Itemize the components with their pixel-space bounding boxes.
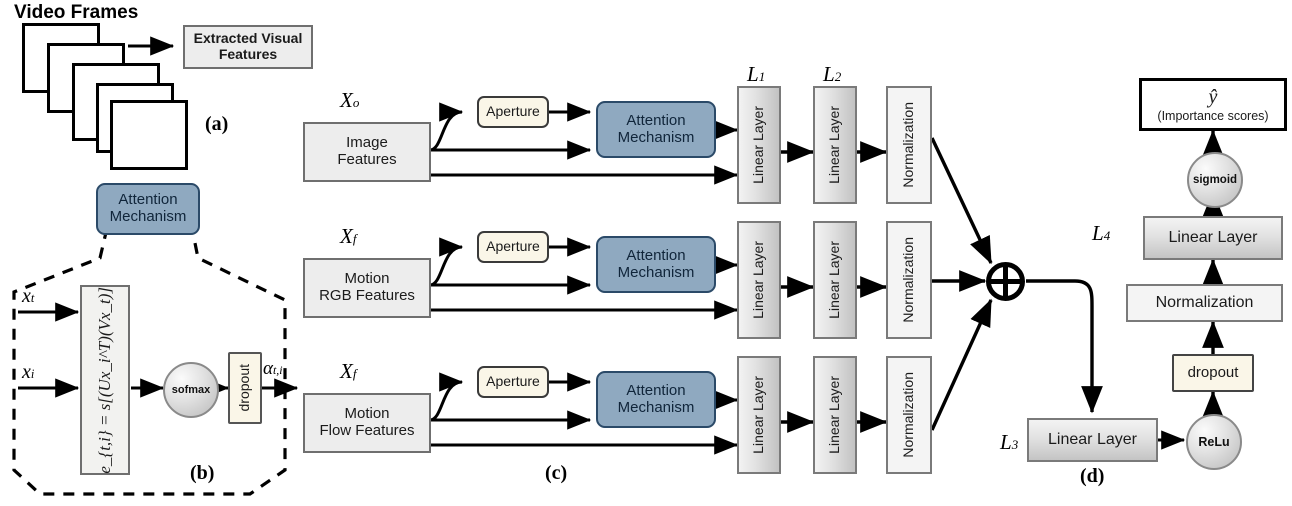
softmax-node: sofmax	[163, 362, 219, 418]
branch-3-feature-line2: Flow Features	[319, 422, 415, 439]
video-frame-5	[110, 100, 188, 170]
branch-2-attention-box: Attention Mechanism	[596, 236, 716, 293]
branch-1-feature-line2: Features	[337, 151, 397, 168]
branch-1-linear1-label: Linear Layer	[750, 106, 767, 184]
branch-2-linear1-label: Linear Layer	[750, 241, 767, 319]
linear-layer-3: Linear Layer	[1027, 418, 1158, 462]
layer-label-l2: L2	[823, 62, 841, 87]
branch-3-linear-layer-1: Linear Layer	[737, 356, 781, 474]
branch-3-linear2-label: Linear Layer	[826, 376, 843, 454]
branch-3-attention-line1: Attention	[626, 381, 686, 399]
extracted-features-line1: Extracted Visual	[193, 30, 303, 47]
panel-label-b: (b)	[190, 462, 215, 484]
branch-3-feature-line1: Motion	[344, 405, 390, 423]
branch-2-normalization: Normalization	[886, 221, 932, 339]
xi-base: x	[22, 361, 31, 383]
branch-3-var-label: Xf	[340, 359, 356, 384]
branch-3-feature-box: Motion Flow Features	[303, 393, 431, 453]
xf1-base: X	[340, 224, 353, 248]
xf2-sub: f	[352, 366, 357, 381]
branch-2-attention-line1: Attention	[626, 246, 686, 264]
panel-label-a: (a)	[205, 113, 229, 135]
branch-1-linear2-label: Linear Layer	[826, 106, 843, 184]
branch-1-var-label: Xo	[340, 88, 359, 113]
xi-sub: i	[30, 367, 35, 381]
l1-sub: 1	[758, 69, 766, 84]
dropout-box-d: dropout	[1172, 354, 1254, 392]
branch-1-normalization: Normalization	[886, 86, 932, 204]
l3-sub: 3	[1011, 437, 1019, 452]
relu-node: ReLu	[1186, 414, 1242, 470]
branch-1-feature-line1: Image	[346, 134, 388, 152]
branch-1-feature-box: Image Features	[303, 122, 431, 182]
sigmoid-node: sigmoid	[1187, 152, 1243, 208]
layer-label-l1: L1	[747, 62, 765, 87]
x0-base: X	[340, 88, 353, 112]
branch-3-normalization-label: Normalization	[900, 372, 917, 458]
branch-2-linear2-label: Linear Layer	[826, 241, 843, 319]
panel-label-d: (d)	[1080, 465, 1105, 487]
branch-1-linear-layer-2: Linear Layer	[813, 86, 857, 204]
branch-2-feature-box: Motion RGB Features	[303, 258, 431, 318]
l4-sub: 4	[1103, 228, 1111, 243]
dropout-box-b: dropout	[228, 352, 262, 424]
branch-1-attention-line2: Mechanism	[617, 128, 695, 146]
extracted-visual-features-box: Extracted Visual Features	[183, 25, 313, 69]
extracted-features-line2: Features	[218, 46, 278, 62]
branch-2-linear-layer-2: Linear Layer	[813, 221, 857, 339]
alpha-output-label: αt,i	[263, 358, 282, 380]
video-frames-title: Video Frames	[14, 2, 139, 23]
layer-label-l4: L4	[1092, 221, 1110, 246]
score-formula-box: e_{t,i} = s[(Ux_i^T)(Vx_t)]	[80, 285, 130, 475]
branch-1-normalization-label: Normalization	[900, 102, 917, 188]
branch-3-attention-box: Attention Mechanism	[596, 371, 716, 428]
xt-sub: t	[30, 291, 35, 305]
l2-base: L	[823, 62, 835, 86]
branch-2-feature-line1: Motion	[344, 270, 390, 288]
branch-3-attention-line2: Mechanism	[617, 398, 695, 416]
branch-3-linear-layer-2: Linear Layer	[813, 356, 857, 474]
output-yhat-box: ŷ (Importance scores)	[1139, 78, 1287, 131]
branch-2-attention-line2: Mechanism	[617, 263, 695, 281]
branch-1-attention-box: Attention Mechanism	[596, 101, 716, 158]
branch-1-aperture-box: Aperture	[477, 96, 549, 128]
l1-base: L	[747, 62, 759, 86]
l2-sub: 2	[834, 69, 842, 84]
x0-sub: o	[352, 95, 360, 110]
linear-layer-4: Linear Layer	[1143, 216, 1283, 260]
branch-2-aperture-box: Aperture	[477, 231, 549, 263]
branch-2-linear-layer-1: Linear Layer	[737, 221, 781, 339]
input-xt-label: xt	[22, 285, 34, 308]
xt-base: x	[22, 285, 31, 307]
attention-mechanism-callout-box: Attention Mechanism	[96, 183, 200, 235]
branch-1-attention-line1: Attention	[626, 111, 686, 129]
score-formula-text: e_{t,i} = s[(Ux_i^T)(Vx_t)]	[95, 286, 115, 474]
input-xi-label: xi	[22, 361, 34, 384]
xf1-sub: f	[352, 231, 357, 246]
attention-callout-line2: Mechanism	[109, 208, 187, 225]
panel-label-c: (c)	[545, 462, 568, 484]
merge-add-node	[985, 261, 1026, 302]
alpha-sub: t,i	[272, 364, 283, 377]
dropout-label-b: dropout	[236, 364, 253, 412]
normalization-d: Normalization	[1126, 284, 1283, 322]
yhat-caption: (Importance scores)	[1157, 108, 1269, 123]
branch-3-normalization: Normalization	[886, 356, 932, 474]
branch-2-normalization-label: Normalization	[900, 237, 917, 323]
attention-callout-line1: Attention	[118, 191, 178, 209]
l4-base: L	[1092, 221, 1104, 245]
layer-label-l3: L3	[1000, 430, 1018, 455]
branch-2-feature-line2: RGB Features	[319, 287, 415, 304]
yhat-symbol: ŷ	[1208, 86, 1218, 109]
branch-2-var-label: Xf	[340, 224, 356, 249]
alpha-base: α	[263, 358, 273, 379]
branch-3-linear1-label: Linear Layer	[750, 376, 767, 454]
l3-base: L	[1000, 430, 1012, 454]
branch-1-linear-layer-1: Linear Layer	[737, 86, 781, 204]
branch-3-aperture-box: Aperture	[477, 366, 549, 398]
xf2-base: X	[340, 359, 353, 383]
